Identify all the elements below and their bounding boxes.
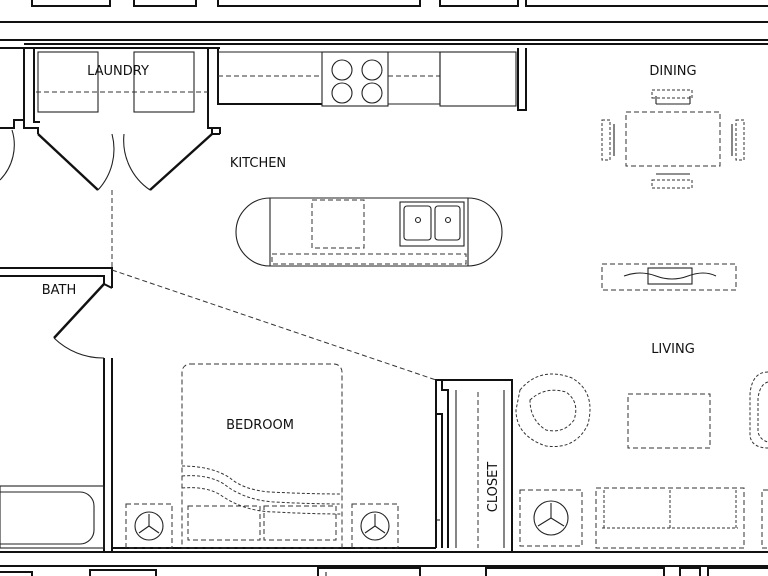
bottom-neighbor-units [0, 565, 768, 576]
room-label-dining: DINING [649, 64, 696, 79]
room-label-kitchen: KITCHEN [230, 156, 286, 171]
pillow [263, 505, 337, 541]
dryer [133, 51, 195, 113]
bedroom-furniture [125, 363, 399, 549]
end-table [519, 489, 583, 547]
room-label-bath: BATH [42, 283, 77, 298]
burner-icon [361, 82, 383, 104]
closet-interior [455, 390, 505, 548]
walls [0, 43, 768, 553]
media-console [601, 263, 737, 291]
sofa [595, 487, 745, 549]
kitchen-counter [218, 51, 517, 107]
top-neighbor-units [0, 0, 768, 41]
armchair-right [749, 371, 768, 449]
bathtub [0, 485, 105, 549]
bath-area [0, 283, 105, 549]
nightstand-right [351, 503, 399, 549]
ceiling-line [111, 269, 437, 381]
room-label-closet: CLOSET [486, 462, 501, 513]
range [321, 51, 389, 107]
dining-table [601, 89, 745, 189]
burner-icon [331, 59, 353, 81]
washer [37, 51, 99, 113]
refrigerator [439, 51, 517, 107]
burner-icon [361, 59, 383, 81]
sink [399, 201, 465, 247]
kitchen-island [235, 197, 503, 267]
coffee-table [627, 393, 711, 449]
bed [181, 363, 343, 549]
left-door-swing [0, 129, 15, 181]
room-label-bedroom: BEDROOM [226, 418, 294, 433]
room-label-laundry: LAUNDRY [87, 64, 149, 79]
dishwasher [311, 199, 365, 249]
nightstand-left [125, 503, 173, 549]
end-table-right [761, 489, 768, 549]
burner-icon [331, 82, 353, 104]
laundry-area [36, 51, 213, 268]
pillow [187, 505, 261, 541]
armchair [515, 373, 591, 448]
room-label-living: LIVING [651, 342, 695, 357]
living-furniture [515, 371, 768, 549]
